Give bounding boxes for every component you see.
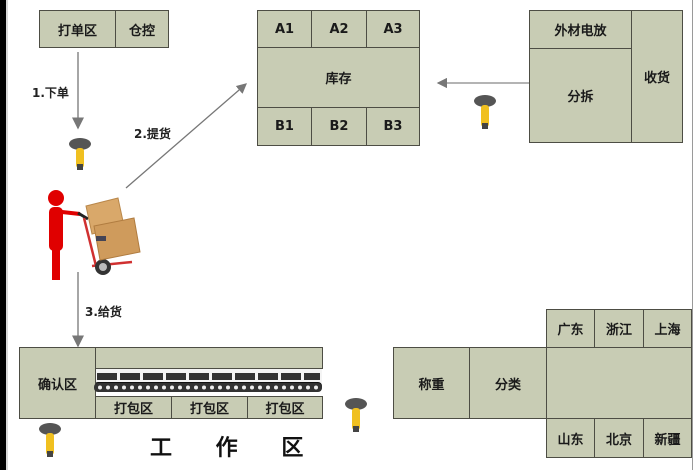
receiving-zone: 收货 [631,10,683,143]
region-beijing: 北京 [594,418,644,458]
hand-truck-icon [82,197,141,275]
weighing-label: 称重 [418,377,445,393]
shelf-a2-label: A2 [329,21,349,37]
sorting-zone: 分类 [469,347,547,419]
inventory-label: 库存 [325,72,352,87]
packing-label-1: 打包区 [113,402,153,417]
scanner-icon [345,398,367,432]
confirm-zone: 确认区 [19,347,96,419]
shelf-a1: A1 [257,10,312,48]
shelf-b3: B3 [366,107,420,146]
step2-pickup-label: 2.提货 [134,127,171,141]
packing-zone-3: 打包区 [247,396,323,419]
sorting-label: 分类 [494,377,521,393]
right-frame-line [692,0,693,470]
shelf-a3-label: A3 [383,21,403,37]
print-order-zone: 打单区 [39,10,116,48]
split-zone: 分拆 [529,48,632,143]
region-shandong: 山东 [546,418,595,458]
region-guangdong-label: 广东 [557,323,584,338]
shelf-b3-label: B3 [383,119,403,134]
scanner-icon [69,138,91,170]
region-xinjiang: 新疆 [643,418,692,458]
region-staging-zone [546,347,692,419]
region-beijing-label: 北京 [605,432,632,448]
region-zhejiang-label: 浙江 [605,323,632,338]
left-frame-shadow [6,0,8,470]
print-order-label: 打单区 [57,23,97,39]
scanner-icon [474,95,496,129]
warehouse-control-zone: 仓控 [115,10,169,48]
confirm-label: 确认区 [37,377,77,393]
shelf-b1: B1 [257,107,312,146]
packing-label-2: 打包区 [189,402,229,417]
step3-deliver-label: 3.给货 [85,305,122,319]
receiving-label: 收货 [643,71,670,86]
shelf-a3: A3 [366,10,420,48]
conveyor-top-zone [95,347,323,369]
region-shandong-label: 山东 [557,432,584,448]
step1-place-order-label: 1.下单 [32,86,69,100]
shelf-b1-label: B1 [275,119,294,134]
weighing-zone: 称重 [393,347,470,419]
work-area-title: 工 作 区 [150,436,322,461]
left-frame-border [0,0,6,470]
region-guangdong: 广东 [546,309,595,348]
region-zhejiang: 浙江 [594,309,644,348]
warehouse-control-label: 仓控 [128,23,155,39]
region-shanghai-label: 上海 [654,323,681,338]
region-shanghai: 上海 [643,309,692,348]
external-material-label: 外材电放 [554,24,607,39]
region-xinjiang-label: 新疆 [654,432,681,448]
packing-zone-1: 打包区 [95,396,172,419]
shelf-a1-label: A1 [274,21,295,37]
packing-label-3: 打包区 [265,402,305,417]
external-material-zone: 外材电放 [529,10,632,49]
split-label: 分拆 [567,90,594,105]
shelf-a2: A2 [311,10,367,48]
scanner-icon [39,423,61,457]
shelf-b2-label: B2 [329,119,349,134]
person-icon [48,190,89,280]
